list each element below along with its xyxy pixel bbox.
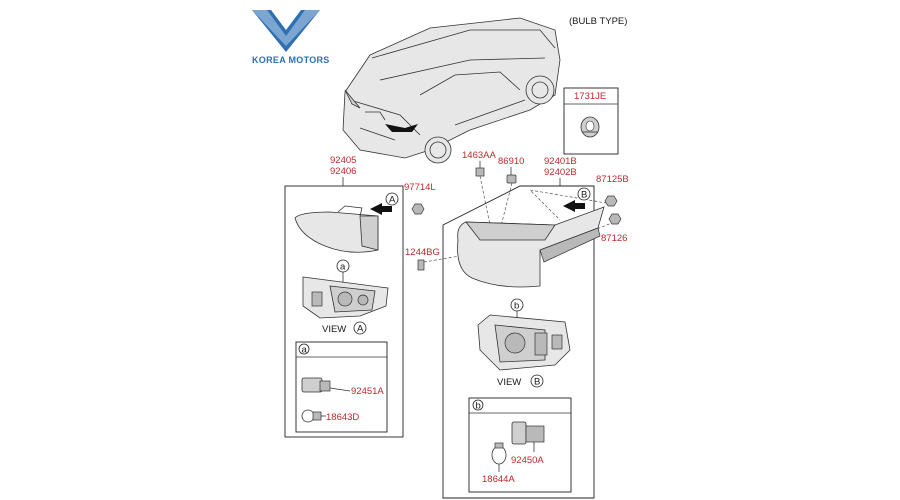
logo-text: KOREA MOTORS (252, 55, 330, 65)
right-bulb-label: 18644A (482, 474, 515, 485)
clip-label: 86910 (498, 156, 524, 167)
left-socket-label: 92451A (351, 386, 384, 397)
socket-icon-right (511, 421, 545, 445)
bulb-icon-left (301, 409, 322, 423)
outer-tail-lamp-right (457, 206, 605, 288)
detail-box-b (468, 397, 572, 493)
left-screw-label: 97714L (404, 182, 436, 193)
bolt-label: 1244BG (405, 247, 440, 258)
logo-mark-front (252, 10, 320, 46)
right-part-no-bottom: 92402B (544, 167, 577, 178)
left-bulb-label: 18643D (326, 412, 359, 423)
screw-top-icon (604, 195, 618, 207)
view-b-circle (530, 374, 544, 388)
arrow-a-icon (370, 203, 392, 215)
inner-tail-lamp-left (294, 205, 379, 253)
clip-icon (506, 174, 517, 184)
grommet-icon (580, 116, 600, 138)
detail-box-a-circle (298, 343, 310, 355)
view-b-label: VIEW (497, 377, 521, 388)
view-a-circle (353, 321, 367, 335)
view-b-lamp-back (477, 314, 571, 371)
marker-a-circle (385, 192, 399, 206)
right-screw-bottom-label: 87126 (601, 233, 627, 244)
vehicle-illustration (342, 17, 561, 164)
detail-box-b-letter: b (476, 401, 481, 412)
view-b-letter: B (534, 377, 540, 388)
right-group-frame (442, 185, 595, 499)
view-a-letter: A (357, 324, 364, 335)
detail-a-letter: a (340, 262, 346, 273)
left-group-frame (284, 185, 404, 438)
korea-motors-logo: KOREA MOTORS (252, 10, 330, 65)
right-part-no-top: 92401B (544, 156, 577, 167)
right-socket-label: 92450A (511, 455, 544, 466)
nut-label: 1463AA (462, 150, 496, 161)
callout-part-no: 1731JE (574, 91, 606, 102)
left-part-no-top: 92405 (330, 155, 356, 166)
view-a-label: VIEW (322, 324, 346, 335)
bolt-icon (417, 259, 425, 271)
left-part-no-bottom: 92406 (330, 166, 356, 177)
arrow-b-icon (563, 200, 585, 212)
screw-icon (411, 203, 425, 215)
detail-b-letter: b (514, 301, 519, 312)
vehicle-tail-lamp-highlight (385, 124, 418, 132)
bulb-type-note: (BULB TYPE) (569, 16, 627, 27)
nut-icon (475, 167, 485, 177)
socket-icon-left (301, 377, 331, 393)
marker-b-circle (577, 187, 591, 201)
marker-a-letter: A (389, 195, 396, 206)
right-screw-top-label: 87125B (596, 174, 629, 185)
marker-b-letter: B (581, 190, 587, 201)
callout-box-1731je: 1731JE (563, 87, 619, 155)
bulb-icon-right (491, 442, 507, 465)
detail-box-a-letter: a (302, 345, 308, 356)
detail-box-b-circle (472, 399, 484, 411)
screw-bottom-icon (608, 213, 622, 225)
view-a-lamp-back (302, 276, 389, 319)
detail-box-a (295, 341, 388, 433)
